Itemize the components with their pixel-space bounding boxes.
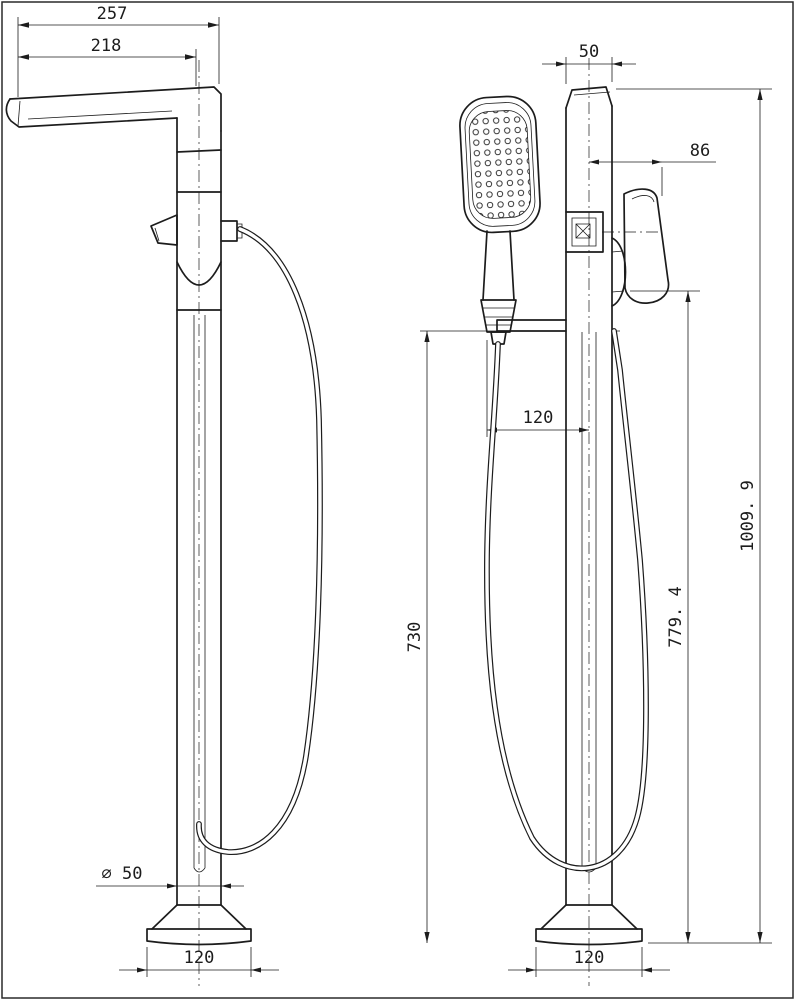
dim-730-label: 730 bbox=[405, 622, 425, 653]
dim-overall-reach: 257 bbox=[17, 4, 220, 97]
side-view: 257 218 bbox=[5, 4, 323, 986]
shower-bracket bbox=[565, 211, 604, 253]
dim-86-label: 86 bbox=[690, 141, 710, 161]
dim-779-label: 779. 4 bbox=[666, 586, 686, 647]
spout bbox=[5, 86, 222, 132]
dim-spout-height: 730 bbox=[405, 331, 430, 943]
side-base bbox=[146, 904, 252, 946]
dim-handle-height: 779. 4 bbox=[630, 290, 700, 943]
dim-side-base-width: 120 bbox=[119, 947, 279, 977]
hand-shower bbox=[459, 95, 541, 234]
front-column bbox=[565, 86, 613, 906]
dim-pipe-diameter: ⌀ 50 bbox=[96, 864, 244, 889]
outlet-bar bbox=[420, 319, 620, 332]
dim-handle-offset: 86 bbox=[589, 141, 716, 196]
shower-head-inner-outline bbox=[464, 102, 536, 227]
hand-shower-grip bbox=[480, 230, 517, 345]
dim-218-label: 218 bbox=[91, 36, 122, 56]
side-hose bbox=[196, 226, 323, 855]
dim-1009-label: 1009. 9 bbox=[738, 480, 758, 552]
front-hose bbox=[484, 328, 649, 872]
side-column bbox=[176, 117, 222, 906]
dim-d50-label: ⌀ 50 bbox=[102, 864, 143, 884]
dim-side-120-label: 120 bbox=[184, 948, 215, 968]
dim-50-label: 50 bbox=[579, 42, 599, 62]
front-view: 50 86 bbox=[405, 42, 772, 986]
spray-face bbox=[468, 110, 532, 219]
dim-120-mid-label: 120 bbox=[523, 408, 554, 428]
mixer-handle bbox=[611, 188, 670, 307]
dim-hose-offset: 120 bbox=[486, 340, 589, 437]
dim-front-base-width: 120 bbox=[508, 947, 670, 977]
dim-front-120-label: 120 bbox=[574, 948, 605, 968]
diverter-knob bbox=[150, 214, 178, 246]
shower-head-outline bbox=[459, 95, 541, 234]
dim-overall-height: 1009. 9 bbox=[616, 88, 772, 944]
dim-body-width: 50 bbox=[542, 42, 636, 84]
front-base bbox=[535, 904, 643, 946]
dim-257-label: 257 bbox=[97, 4, 128, 24]
dim-spout-reach: 218 bbox=[18, 36, 197, 86]
